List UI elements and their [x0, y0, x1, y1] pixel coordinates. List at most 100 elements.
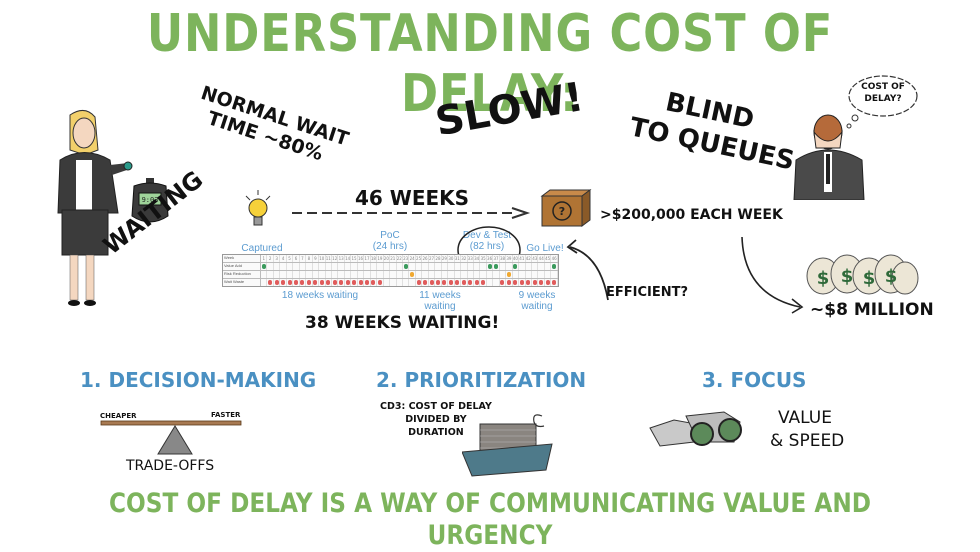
week-cell: 38: [499, 255, 507, 262]
svg-text:$: $: [885, 266, 898, 287]
milestone-poc-sub: (24 hrs): [372, 241, 408, 252]
week-cell: 36: [487, 255, 494, 262]
week-cell: [545, 271, 552, 278]
week-cell: [261, 279, 268, 286]
week-cell: 1: [261, 255, 268, 262]
duration-label: 46 WEEKS: [355, 186, 470, 210]
money-bags-icon: $$$$: [806, 254, 919, 295]
section-prioritization-heading: 2. PRIORITIZATION: [376, 368, 587, 392]
marker-icon: [468, 280, 473, 285]
row-label-risk: Risk Reduction: [223, 271, 261, 278]
marker-icon: [494, 264, 499, 269]
risk-cells: [261, 271, 558, 278]
week-cell: 46: [551, 255, 558, 262]
week-cell: [474, 263, 481, 270]
week-cell: [293, 279, 300, 286]
waste-cells: [261, 279, 558, 286]
week-cell: 26: [422, 255, 429, 262]
week-cell: [371, 263, 378, 270]
marker-icon: [552, 280, 557, 285]
stopwatch-icon: 9:03: [131, 178, 169, 223]
wait-segment-3: 9 weeks waiting: [518, 290, 556, 312]
section-decision-making-heading: 1. DECISION-MAKING: [80, 368, 317, 392]
week-cell: [261, 263, 268, 270]
week-cell: [455, 271, 462, 278]
week-cell: 6: [293, 255, 300, 262]
week-cell: 28: [435, 255, 442, 262]
week-cell: 22: [396, 255, 403, 262]
week-cell: [513, 263, 520, 270]
marker-icon: [300, 280, 305, 285]
week-cell: [345, 263, 352, 270]
marker-icon: [287, 280, 292, 285]
milestone-captured: Captured: [241, 243, 283, 254]
week-cell: [313, 263, 320, 270]
week-cell: 31: [454, 255, 462, 262]
marker-icon: [455, 280, 460, 285]
week-cell: [442, 271, 449, 278]
week-cell: [519, 271, 526, 278]
marker-icon: [506, 272, 511, 277]
week-cell: 32: [461, 255, 468, 262]
milestone-go-live: Go Live!: [526, 243, 564, 254]
week-cell: [306, 279, 313, 286]
week-cell: [513, 271, 520, 278]
week-cell: [293, 271, 300, 278]
svg-text:$: $: [817, 268, 830, 289]
week-cell: [390, 263, 397, 270]
week-cell: [293, 263, 300, 270]
week-cell: 42: [525, 255, 533, 262]
speed-line: & SPEED: [770, 431, 845, 451]
marker-icon: [423, 280, 428, 285]
week-cell: [358, 271, 365, 278]
week-cell: [287, 271, 294, 278]
week-cell: [384, 279, 391, 286]
week-cell: [487, 271, 494, 278]
marker-icon: [352, 280, 357, 285]
week-cell: [468, 263, 474, 270]
marker-icon: [487, 264, 492, 269]
week-cell: 3: [274, 255, 281, 262]
week-cell: [506, 263, 513, 270]
marker-icon: [519, 280, 524, 285]
week-cell: [377, 271, 384, 278]
week-cell: 5: [287, 255, 294, 262]
total-wait-label: 38 WEEKS WAITING!: [305, 313, 500, 333]
svg-text:?: ?: [559, 205, 565, 218]
week-cell: [448, 279, 455, 286]
week-cell: [468, 279, 474, 286]
thought-bubble: [846, 75, 918, 129]
week-cell: [371, 271, 378, 278]
marker-icon: [513, 280, 518, 285]
week-cell: [332, 271, 339, 278]
week-cell: [461, 271, 468, 278]
section-focus-heading: 3. FOCUS: [702, 368, 807, 392]
week-cell: [538, 263, 545, 270]
week-cell: [319, 279, 326, 286]
week-cell: [287, 279, 294, 286]
week-cell: [397, 279, 403, 286]
week-cell: [416, 271, 423, 278]
week-cell: [306, 271, 313, 278]
scale-left-label: CHEAPER: [100, 412, 137, 420]
marker-icon: [506, 280, 511, 285]
week-cell: [461, 279, 468, 286]
marker-icon: [306, 280, 311, 285]
grid-row-waste: Wait Waste: [223, 279, 558, 286]
money-arrow: [741, 236, 804, 314]
week-cell: [551, 263, 558, 270]
marker-icon: [332, 280, 337, 285]
cd3-line-2: DIVIDED BY: [405, 414, 467, 425]
marker-icon: [500, 280, 505, 285]
value-speed-note: VALUE & SPEED: [770, 407, 844, 453]
week-cell: [416, 279, 423, 286]
week-cell: [274, 263, 281, 270]
week-cell: [429, 271, 436, 278]
marker-icon: [461, 280, 466, 285]
week-cell: [435, 263, 442, 270]
week-cell: [364, 279, 371, 286]
week-cell: [358, 279, 365, 286]
week-cell: [526, 279, 533, 286]
week-cell: [532, 271, 539, 278]
